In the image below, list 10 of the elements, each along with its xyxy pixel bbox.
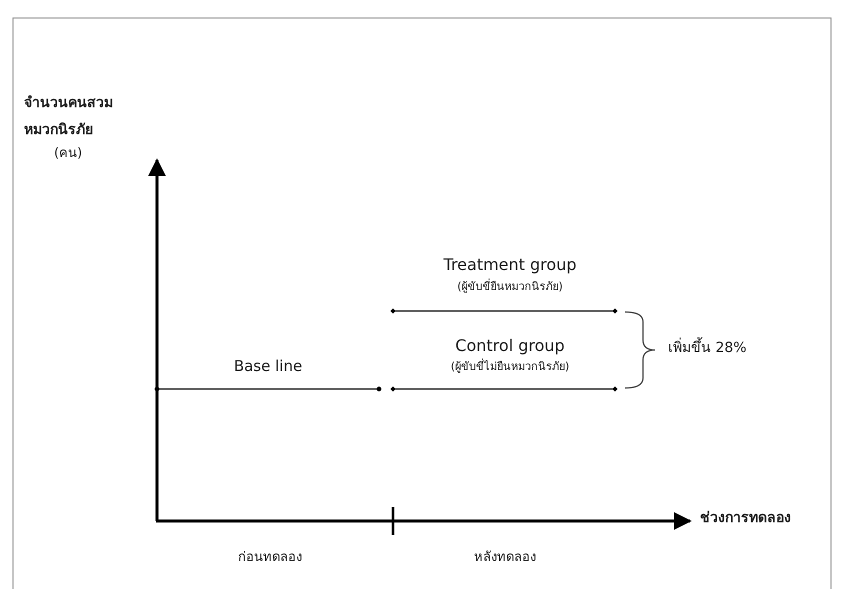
axis-unit: (คน) bbox=[54, 146, 82, 162]
period-label: หลังทดลอง bbox=[474, 550, 536, 566]
group-note: (ผู้ขับขี่ยืนหมวกนิรภัย) bbox=[457, 280, 563, 294]
period-label: ก่อนทดลอง bbox=[238, 550, 302, 566]
axis-title: ช่วงการทดลอง bbox=[700, 510, 791, 527]
group-label: Control group bbox=[455, 336, 565, 356]
group-note: (ผู้ขับขี่ไม่ยืนหมวกนิรภัย) bbox=[450, 360, 570, 374]
line-label: Base line bbox=[234, 357, 302, 375]
axis-title: จำนวนคนสวมหมวกนิรภัย bbox=[24, 94, 114, 140]
group-label: Treatment group bbox=[444, 255, 576, 274]
